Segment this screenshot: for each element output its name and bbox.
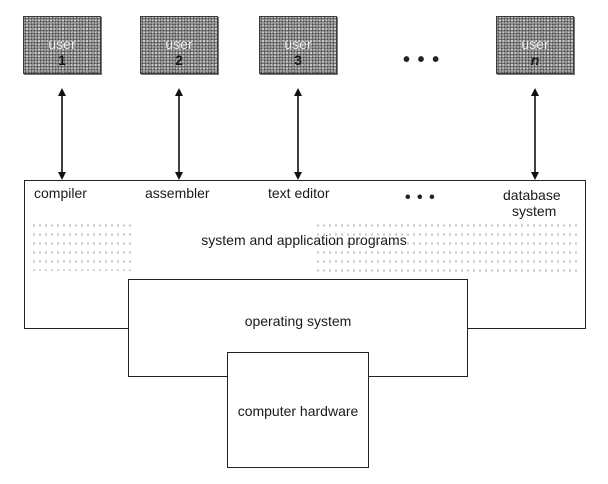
user-number: 2: [175, 52, 183, 68]
user-2-box: user 2: [140, 16, 218, 74]
user-label: user: [165, 36, 193, 52]
halftone-speckle: [315, 221, 577, 277]
computer-hardware-label: computer hardware: [237, 403, 359, 419]
user-label: user: [48, 36, 76, 52]
users-ellipsis: • • •: [403, 49, 441, 71]
operating-system-label: operating system: [244, 313, 352, 329]
compiler-label: compiler: [34, 185, 87, 201]
user-number: 3: [294, 52, 302, 68]
user-3-box: user 3: [259, 16, 337, 74]
user-number: n: [530, 52, 540, 68]
database-label-line1: database: [503, 187, 561, 203]
assembler-label: assembler: [145, 185, 210, 201]
database-label-line2: system: [512, 203, 557, 219]
halftone-speckle: [31, 221, 131, 271]
computer-hardware-box: [227, 352, 369, 468]
system-programs-label: system and application programs: [201, 232, 407, 248]
user-label: user: [521, 36, 549, 52]
user-1-box: user 1: [23, 16, 101, 74]
text-editor-label: text editor: [268, 185, 330, 201]
user-number: 1: [58, 52, 66, 68]
user-n-box: user n: [496, 16, 574, 74]
user-label: user: [284, 36, 312, 52]
applications-ellipsis: • • •: [405, 189, 436, 206]
